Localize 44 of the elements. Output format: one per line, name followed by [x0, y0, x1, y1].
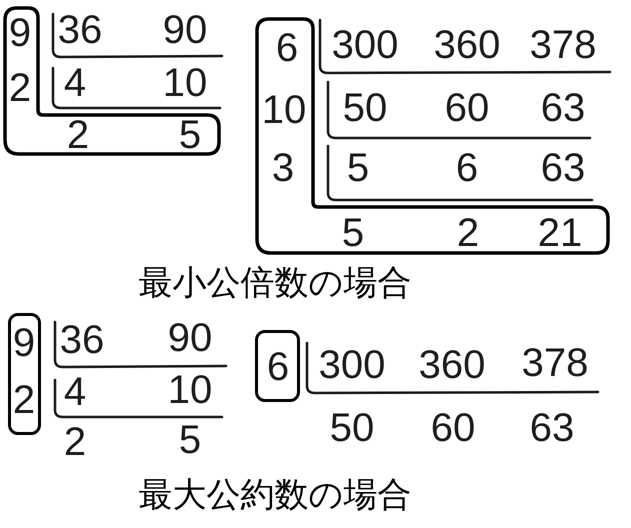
quotient-number: 60 — [430, 413, 476, 443]
divisor-number: 9 — [8, 18, 32, 48]
divisor-number: 6 — [276, 33, 298, 63]
dividend-number: 90 — [168, 323, 212, 353]
quotient-number: 2 — [66, 120, 90, 150]
quotient-number: 63 — [530, 413, 574, 443]
dividend-number: 36 — [60, 325, 104, 355]
l-shaped-frame — [3, 6, 221, 156]
rounded-frame — [8, 313, 41, 435]
quotient-number: 21 — [538, 218, 582, 248]
dividend-number: 360 — [434, 30, 500, 60]
dividend-number: 378 — [530, 30, 596, 60]
dividend-number: 10 — [162, 68, 208, 98]
quotient-number: 2 — [456, 218, 480, 248]
dividend-number: 378 — [522, 348, 588, 378]
divisor-number: 2 — [12, 385, 36, 415]
caption: 最小公倍数の場合 — [138, 266, 412, 300]
divisor-number: 10 — [262, 95, 306, 125]
divisor-number: 9 — [12, 328, 36, 358]
quotient-number: 2 — [64, 427, 86, 457]
rounded-frame — [255, 330, 300, 402]
l-shaped-frame — [255, 17, 610, 255]
divisor-number: 2 — [8, 73, 32, 103]
dividend-number: 36 — [58, 15, 102, 45]
quotient-number: 5 — [178, 120, 202, 150]
dividend-number: 300 — [318, 350, 386, 380]
quotient-number: 50 — [330, 413, 374, 443]
dividend-number: 5 — [346, 153, 370, 183]
dividend-number: 60 — [444, 93, 490, 123]
divisor-number: 3 — [272, 153, 294, 183]
dividend-number: 10 — [168, 375, 212, 405]
dividend-number: 300 — [332, 30, 398, 60]
dividend-number: 360 — [418, 350, 486, 380]
dividend-number: 63 — [540, 93, 586, 123]
divisor-number: 6 — [266, 352, 290, 382]
dividend-number: 4 — [64, 68, 86, 98]
quotient-number: 5 — [342, 218, 364, 248]
dividend-number: 50 — [342, 93, 388, 123]
quotient-number: 5 — [178, 425, 202, 455]
dividend-number: 90 — [162, 15, 208, 45]
dividend-number: 63 — [540, 153, 586, 183]
dividend-number: 6 — [456, 153, 478, 183]
dividend-number: 4 — [64, 377, 86, 407]
caption: 最大公約数の場合 — [138, 478, 412, 512]
